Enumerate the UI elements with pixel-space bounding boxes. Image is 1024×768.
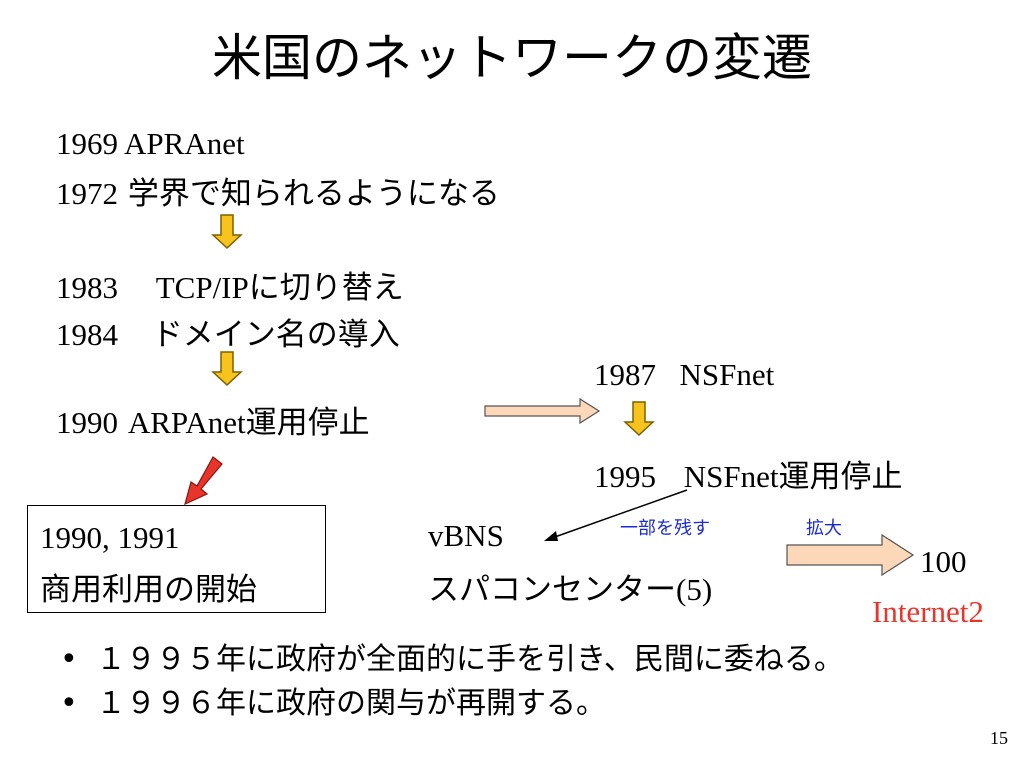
timeline-1984: 1984 ドメイン名の導入	[56, 309, 400, 354]
commercial-use-box	[27, 505, 326, 613]
nsf-1987: 1987 NSFnet	[594, 357, 774, 393]
year-1990: 1990	[56, 405, 118, 440]
internet2-label: Internet2	[872, 594, 984, 629]
bullet-dot-icon: •	[60, 642, 78, 677]
annotation-expand: 拡大	[806, 518, 842, 539]
down-arrow-icon	[211, 214, 243, 250]
year-1987: 1987	[594, 357, 656, 392]
down-arrow-icon	[623, 401, 655, 437]
bullet-item: • １９９６年に政府の関与が再開する。	[60, 682, 844, 726]
year-1972: 1972	[56, 176, 118, 211]
text-1983: TCP/IPに切り替え	[155, 270, 404, 305]
timeline-1990: 1990 ARPAnet運用停止	[56, 397, 370, 442]
nsf-1995: 1995 NSFnet運用停止	[594, 451, 902, 496]
bullet-list: • １９９５年に政府が全面的に手を引き、民間に委ねる。 • １９９６年に政府の関与が…	[60, 638, 844, 726]
text-1987: NSFnet	[679, 357, 775, 392]
vbns-desc: スパコンセンター(5)	[428, 564, 712, 609]
bullet-dot-icon: •	[60, 686, 78, 721]
text-1969: APRAnet	[124, 126, 245, 161]
text-1984: ドメイン名の導入	[151, 317, 400, 353]
bullet-item: • １９９５年に政府が全面的に手を引き、民間に委ねる。	[60, 638, 844, 682]
year-1984: 1984	[56, 317, 118, 352]
timeline-1969: 1969 APRAnet	[56, 126, 245, 162]
vbns-text: スパコンセンター	[428, 572, 676, 608]
internet2-count: 100	[920, 544, 967, 579]
slide-title: 米国のネットワークの変遷	[212, 29, 812, 87]
commercial-years: 1990, 1991	[40, 520, 180, 555]
down-arrow-icon	[211, 351, 243, 387]
commercial-text: 商用利用の開始	[40, 572, 257, 608]
vbns-label: vBNS	[428, 518, 504, 553]
year-1983: 1983	[56, 270, 118, 305]
text-1972: 学界で知られるようになる	[127, 176, 500, 212]
bullet-text: １９９６年に政府の関与が再開する。	[96, 686, 606, 721]
text-1995: NSFnet運用停止	[683, 459, 903, 494]
annotation-partial-remain: 一部を残す	[620, 518, 710, 539]
timeline-1983: 1983 TCP/IPに切り替え	[56, 262, 404, 307]
year-1995: 1995	[594, 459, 656, 494]
page-number: 15	[990, 728, 1008, 748]
text-1990: ARPAnet運用停止	[127, 405, 370, 440]
vbns-count: (5)	[676, 572, 713, 607]
right-arrow-icon	[484, 397, 601, 425]
bullet-text: １９９５年に政府が全面的に手を引き、民間に委ねる。	[96, 642, 844, 677]
pointer-arrow-icon	[544, 489, 688, 541]
year-1969: 1969	[56, 126, 118, 161]
right-arrow-icon	[786, 533, 915, 577]
red-arrow-icon	[184, 456, 223, 506]
timeline-1972: 1972 学界で知られるようになる	[56, 168, 500, 213]
